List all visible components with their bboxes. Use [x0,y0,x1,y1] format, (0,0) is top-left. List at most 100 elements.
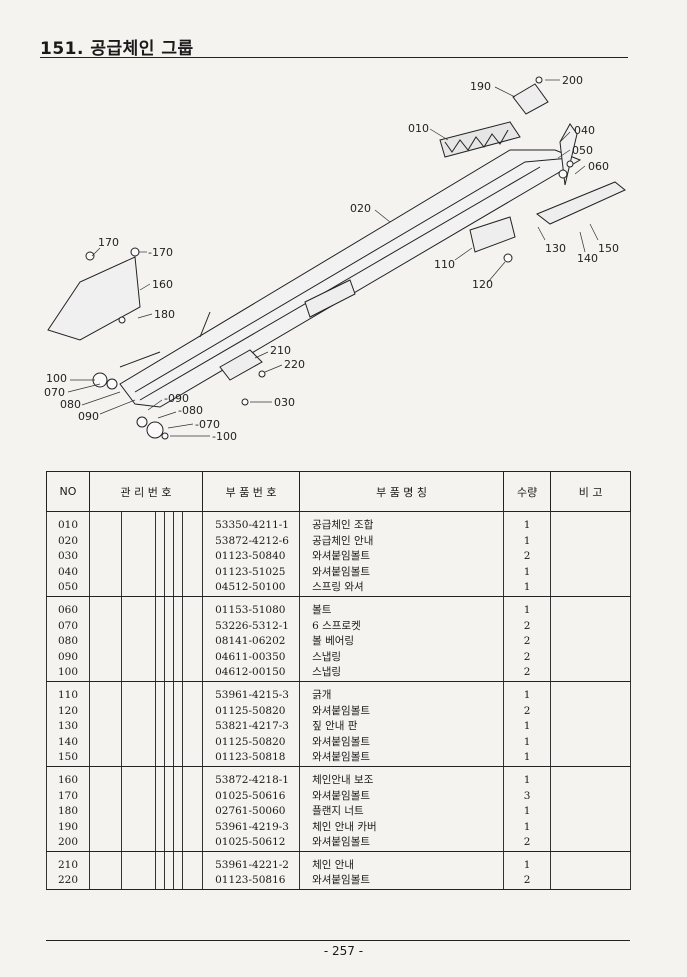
mgmt-cell [164,734,174,751]
callout-label: 020 [350,202,371,215]
row-no: 140 [46,734,90,751]
row-part-name: 볼 베어링 [299,634,505,650]
row-qty: 2 [503,649,552,666]
mgmt-cell [89,518,122,534]
callout-label: 090 [78,410,99,423]
title-rule [40,57,628,58]
mgmt-cell [121,835,156,852]
mgmt-cell [181,649,204,666]
mgmt-cell [89,687,122,704]
mgmt-cell [164,772,174,789]
mgmt-cell [164,634,174,650]
mgmt-cell [181,835,204,852]
row-part-number: 01123-51025 [202,564,301,581]
callout-label: 120 [472,278,493,291]
mgmt-cell [89,719,122,735]
mgmt-cell [89,835,122,852]
mgmt-cell [181,719,204,735]
mgmt-cell [173,665,183,682]
mgmt-cell [89,772,122,789]
mgmt-cell [89,750,122,767]
mgmt-cell [164,580,174,597]
mgmt-cell [164,549,174,565]
spacer-cell [181,511,204,518]
mgmt-cell [181,703,204,720]
row-no: 190 [46,819,90,836]
mgmt-cell [121,772,156,789]
mgmt-cell [181,873,204,891]
mgmt-cell [89,873,122,891]
scraper-110 [469,216,516,253]
mgmt-cell [89,602,122,619]
chain-cover-190 [512,83,549,115]
mgmt-cell [155,634,165,650]
mgmt-cell [89,734,122,751]
callout-label: 200 [562,74,583,87]
mgmt-cell [155,580,165,597]
group-spacer [46,851,632,858]
parts-exploded-diagram: 190 200 010 040 050 060 020 130 140 150 … [44,74,626,443]
row-no: 210 [46,857,90,874]
mgmt-cell [121,873,156,891]
mgmt-cell [173,518,183,534]
mgmt-cell [181,580,204,597]
mgmt-cell [155,772,165,789]
row-part-number: 01123-50816 [202,873,301,891]
spacer-cell [181,851,204,858]
mgmt-cell [89,649,122,666]
spacer-cell [550,596,632,603]
row-remark [550,533,632,550]
mgmt-cell [155,618,165,635]
mgmt-cell [173,873,183,891]
row-remark [550,873,632,891]
row-part-number: 01025-50616 [202,788,301,805]
callout-label: 080 [60,398,81,411]
mgmt-cell [164,873,174,891]
row-remark [550,835,632,852]
row-remark [550,804,632,820]
mgmt-cell [121,549,156,565]
row-part-number: 01123-50840 [202,549,301,565]
mgmt-cell [121,750,156,767]
callout-label: -070 [195,418,220,431]
mgmt-cell [164,788,174,805]
row-part-number: 53821-4217-3 [202,719,301,735]
header-mgmt-no: 관 리 번 호 [88,471,204,512]
mgmt-cell [155,602,165,619]
row-no: 080 [46,634,90,650]
mgmt-cell [173,687,183,704]
spacer-cell [550,766,632,773]
row-part-name: 긁개 [299,687,505,704]
row-part-number: 04612-00150 [202,665,301,682]
chain-guide-rail [119,149,582,408]
row-no: 150 [46,750,90,767]
mgmt-cell [89,788,122,805]
row-part-number: 53872-4218-1 [202,772,301,789]
callout-label: 190 [470,80,491,93]
mgmt-cell [164,857,174,874]
mgmt-cell [173,533,183,550]
row-remark [550,580,632,597]
row-no: 170 [46,788,90,805]
callout-label: -170 [148,246,173,259]
row-part-number: 53961-4219-3 [202,819,301,836]
mgmt-cell [155,734,165,751]
row-part-name: 와셔붙임볼트 [299,873,505,891]
row-part-name: 체인안내 보조 [299,772,505,789]
mgmt-cell [173,564,183,581]
callout-label: 010 [408,122,429,135]
mgmt-cell [121,602,156,619]
row-part-name: 체인 안내 [299,857,505,874]
mgmt-cell [181,518,204,534]
row-qty: 2 [503,634,552,650]
mgmt-cell [155,703,165,720]
mgmt-cell [181,819,204,836]
